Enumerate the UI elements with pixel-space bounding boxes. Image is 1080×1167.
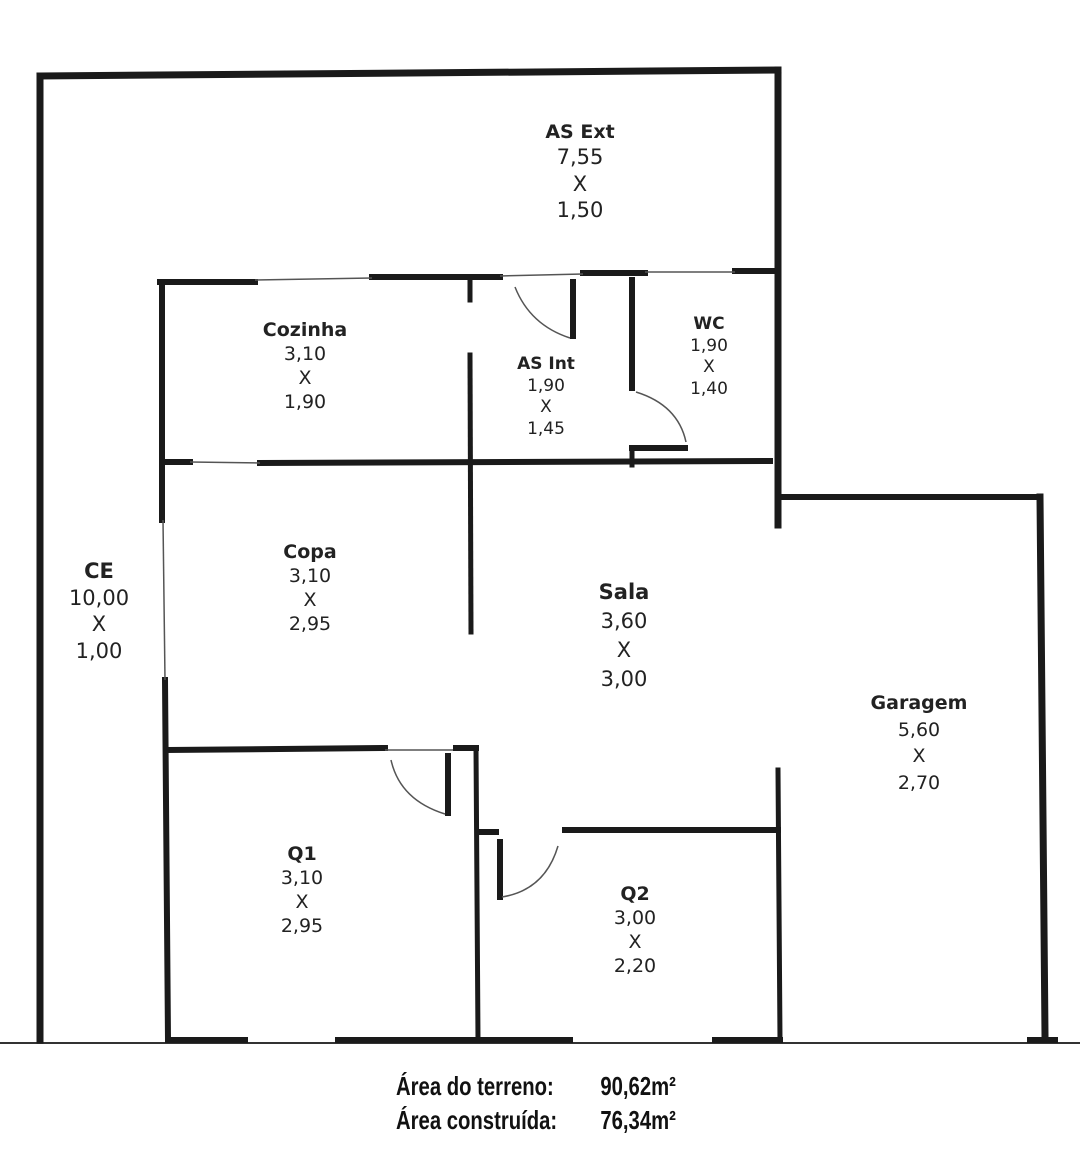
room-width: 1,90: [527, 375, 565, 396]
room-name: CE: [84, 559, 114, 583]
room-times: X: [912, 745, 926, 768]
room-wc: WC 1,90 X 1,40: [690, 314, 728, 400]
room-times: X: [616, 637, 632, 662]
area-terreno-value: 90,62m²: [600, 1071, 676, 1101]
room-length: 1,50: [556, 198, 604, 223]
room-name: AS Int: [517, 354, 575, 374]
room-times: X: [91, 612, 107, 637]
room-as-ext: AS Ext 7,55 X 1,50: [545, 120, 614, 224]
room-ce: CE 10,00 X 1,00: [69, 558, 129, 665]
room-name: Cozinha: [262, 319, 348, 341]
room-name: Garagem: [870, 692, 968, 714]
room-length: 1,00: [75, 638, 123, 663]
room-as-int: AS Int 1,90 X 1,45: [517, 354, 575, 440]
room-cozinha: Cozinha 3,10 X 1,90: [263, 318, 347, 415]
room-name: AS Ext: [545, 121, 615, 143]
area-construida-value: 76,34m²: [600, 1104, 676, 1135]
area-terreno-row: Área do terreno: 90,62m²: [396, 1070, 676, 1104]
room-times: X: [540, 397, 552, 418]
room-name: WC: [693, 314, 725, 334]
area-summary: Área do terreno: 90,62m² Área construída…: [396, 1070, 676, 1138]
room-q2: Q2 3,00 X 2,20: [614, 882, 656, 979]
room-length: 1,90: [283, 391, 327, 414]
room-times: X: [303, 589, 317, 612]
room-width: 5,60: [897, 718, 941, 741]
room-width: 3,10: [283, 343, 327, 366]
room-times: X: [628, 931, 642, 954]
room-width: 7,55: [556, 145, 604, 170]
room-times: X: [298, 367, 312, 390]
room-width: 1,90: [690, 335, 728, 356]
room-length: 1,40: [690, 378, 728, 399]
room-width: 3,60: [600, 608, 648, 633]
room-length: 1,45: [527, 418, 565, 439]
room-width: 3,00: [613, 907, 657, 930]
room-times: X: [703, 357, 715, 378]
room-times: X: [295, 891, 309, 914]
room-garagem: Garagem 5,60 X 2,70: [871, 690, 968, 796]
room-width: 10,00: [68, 585, 130, 610]
room-width: 3,10: [288, 565, 332, 588]
area-terreno-label: Área do terreno:: [396, 1071, 554, 1101]
room-copa: Copa 3,10 X 2,95: [283, 540, 336, 637]
room-name: Q1: [287, 843, 317, 865]
room-length: 2,95: [280, 915, 324, 938]
room-q1: Q1 3,10 X 2,95: [281, 842, 323, 939]
room-sala: Sala 3,60 X 3,00: [599, 578, 650, 694]
room-length: 2,95: [288, 613, 332, 636]
room-length: 2,20: [613, 955, 657, 978]
area-construida-row: Área construída: 76,34m²: [396, 1104, 676, 1138]
area-construida-label: Área construída:: [396, 1104, 558, 1135]
room-name: Sala: [598, 580, 650, 604]
room-times: X: [572, 171, 588, 196]
room-length: 2,70: [897, 771, 941, 794]
room-length: 3,00: [600, 666, 648, 691]
room-width: 3,10: [280, 867, 324, 890]
room-name: Copa: [283, 541, 337, 563]
room-name: Q2: [620, 883, 650, 905]
